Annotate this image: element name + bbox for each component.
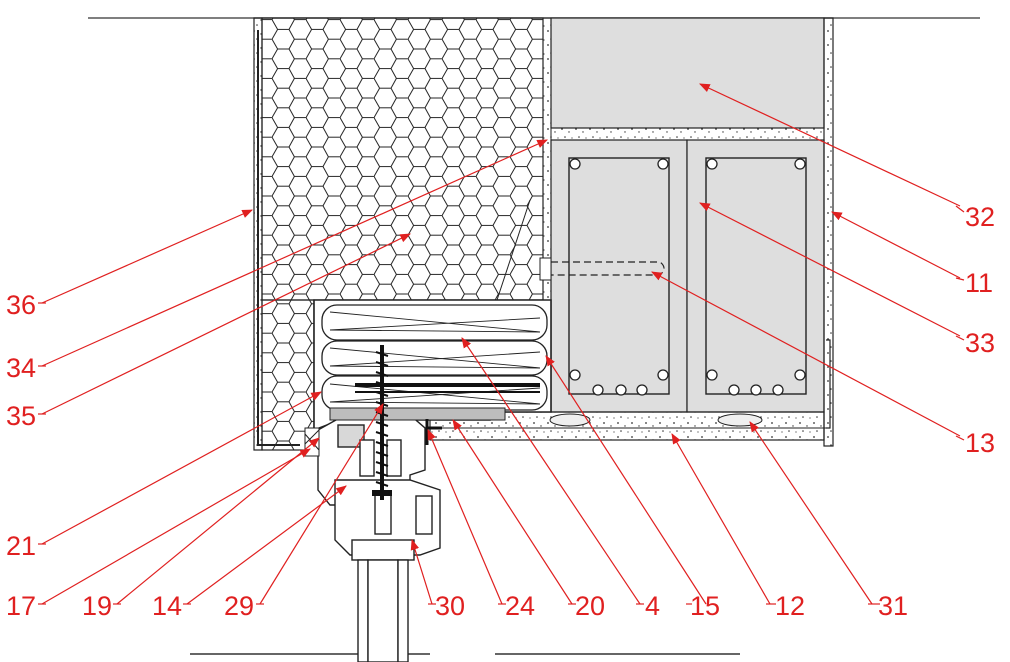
corner-bead — [826, 339, 831, 429]
callout-31: 31 — [878, 591, 908, 621]
masonry-block — [550, 17, 825, 129]
callout-14: 14 — [152, 591, 182, 621]
leader-lines — [41, 83, 961, 605]
anchor-plate — [539, 257, 552, 281]
callout-36: 36 — [6, 290, 36, 320]
callout-15: 15 — [690, 591, 720, 621]
window-frame-profile — [317, 414, 441, 556]
callout-17: 17 — [6, 591, 36, 621]
glazing-unit — [351, 539, 415, 662]
callout-30: 30 — [435, 591, 465, 621]
callout-35: 35 — [6, 401, 36, 431]
reinforcement-mesh — [257, 30, 300, 446]
callout-13: 13 — [965, 428, 995, 458]
callout-21: 21 — [6, 531, 36, 561]
callout-12: 12 — [775, 591, 805, 621]
callout-32: 32 — [965, 202, 995, 232]
callout-19: 19 — [82, 591, 112, 621]
callout-ticks — [38, 205, 965, 605]
insulation-board-lower — [261, 299, 315, 451]
callout-34: 34 — [6, 353, 36, 383]
callout-24: 24 — [505, 591, 535, 621]
callout-33: 33 — [965, 328, 995, 358]
interior-plaster-right — [823, 17, 834, 447]
mortar-joint — [550, 127, 825, 141]
callout-20: 20 — [575, 591, 605, 621]
gasket-strip — [329, 407, 506, 421]
callout-29: 29 — [224, 591, 254, 621]
lintel-right — [686, 139, 825, 413]
insulation-board — [261, 17, 544, 301]
sealing-tape-exterior — [304, 427, 320, 457]
callout-4: 4 — [645, 591, 660, 621]
callout-11: 11 — [965, 268, 993, 298]
roll-zigzag — [329, 311, 541, 405]
rebars — [569, 158, 806, 396]
